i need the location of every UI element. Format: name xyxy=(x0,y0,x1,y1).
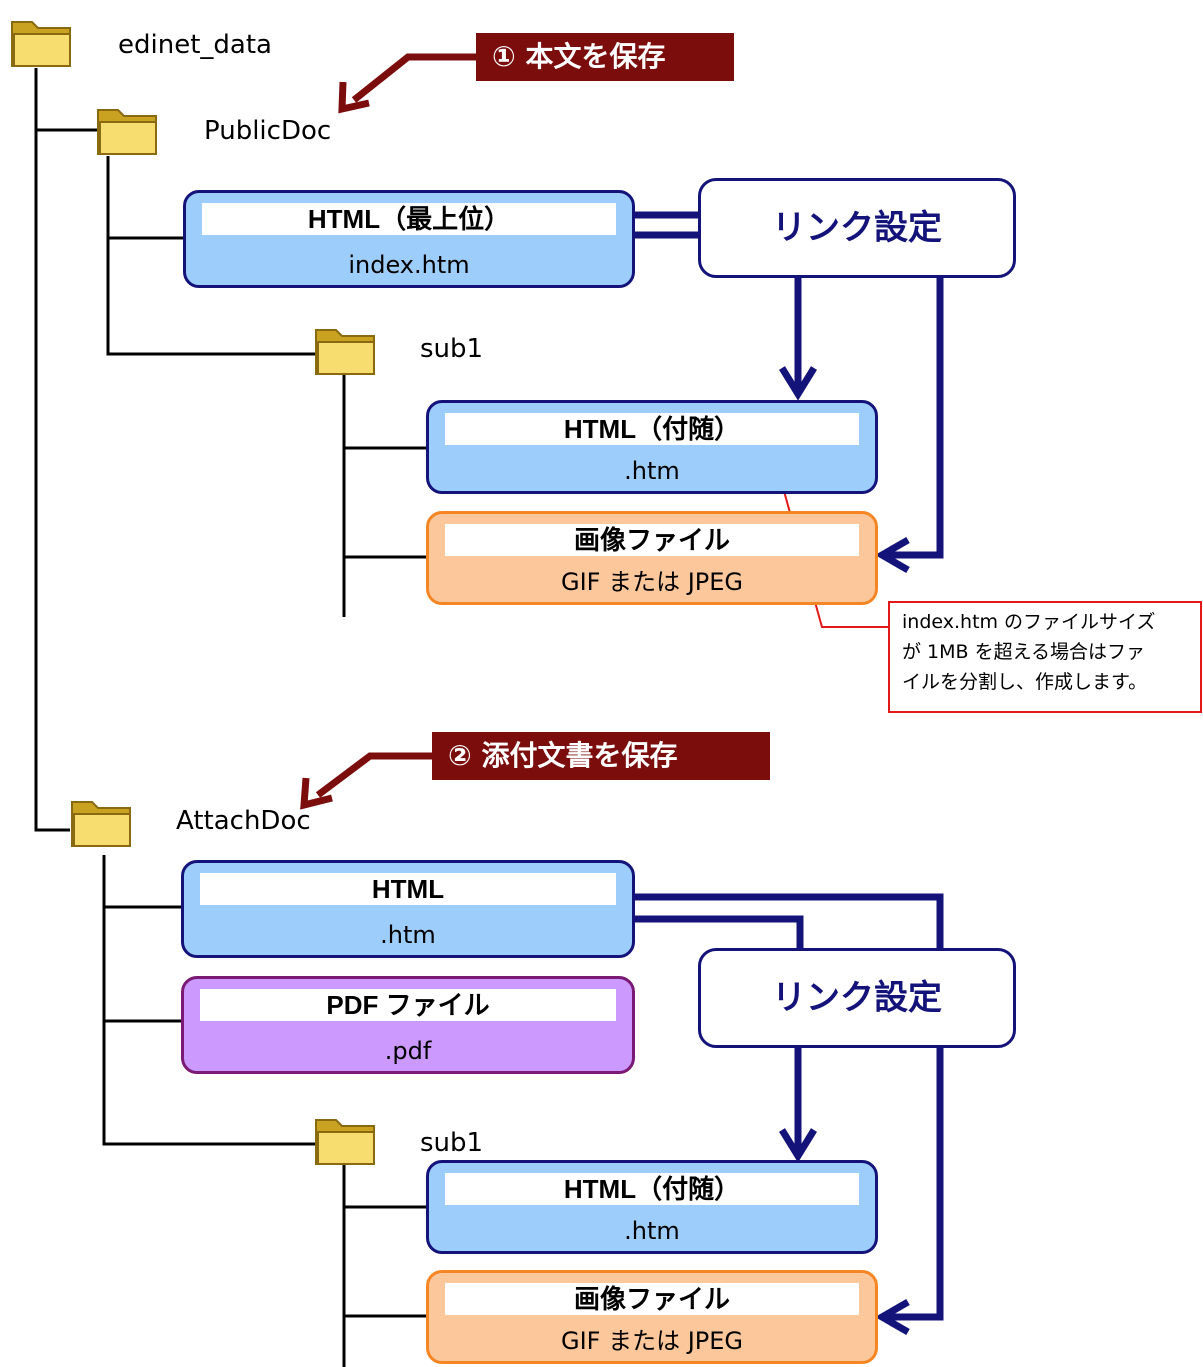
file-name: .pdf xyxy=(384,1037,432,1065)
file-title: PDF ファイル xyxy=(200,989,616,1021)
link-arrowhead-attach-sub-html xyxy=(779,1128,817,1163)
link-setting-box: リンク設定 xyxy=(698,178,1016,278)
folder-icon xyxy=(10,12,74,70)
tree-line-root xyxy=(34,68,70,832)
file-box-attach-sub-html: HTML（付随） .htm xyxy=(426,1160,878,1254)
file-box-top-html: HTML（最上位） index.htm xyxy=(183,190,635,288)
callout-save-attach-label: ② 添付文書を保存 xyxy=(448,739,678,772)
note-line: が 1MB を超える場合はファ xyxy=(902,641,1146,663)
link-line-attach-outer xyxy=(634,893,944,1321)
callout-save-body: ① 本文を保存 xyxy=(476,33,734,81)
callout-save-body-label: ① 本文を保存 xyxy=(492,40,666,73)
file-name: .htm xyxy=(624,457,680,485)
tree-line-attach xyxy=(102,855,315,1146)
callout-arrow-attach xyxy=(315,752,440,798)
note-line: イルを分割し、作成します。 xyxy=(902,671,1148,693)
folder-icon xyxy=(96,100,160,158)
file-box-attach-html: HTML .htm xyxy=(181,860,635,958)
link-arrowhead-public-sub-html xyxy=(779,366,817,401)
tree-line-public xyxy=(106,156,315,356)
file-title: HTML xyxy=(200,873,616,905)
folder-svg xyxy=(71,801,131,847)
callout-save-attach: ② 添付文書を保存 xyxy=(432,732,770,780)
file-name: .htm xyxy=(380,921,436,949)
file-box-attach-sub-image: 画像ファイル GIF または JPEG xyxy=(426,1270,878,1364)
folder-svg xyxy=(315,1119,375,1165)
file-name: .htm xyxy=(624,1217,680,1245)
callout-arrowhead-body xyxy=(338,81,370,114)
link-arrowhead-attach-image xyxy=(874,1298,910,1336)
folder-label-attach-sub: sub1 xyxy=(420,1128,484,1158)
folder-label-attach: AttachDoc xyxy=(176,806,311,836)
folder-icon xyxy=(314,1110,378,1168)
file-box-sub-image: 画像ファイル GIF または JPEG xyxy=(426,511,878,605)
file-name: GIF または JPEG xyxy=(560,568,744,596)
callout-arrowhead-attach xyxy=(300,777,333,810)
folder-svg xyxy=(97,109,157,155)
link-line-public-image xyxy=(888,278,944,559)
folder-label-public: PublicDoc xyxy=(204,116,332,146)
link-line-attach-inner xyxy=(634,915,804,948)
file-name: index.htm xyxy=(348,251,470,279)
file-size-note: index.htm のファイルサイズ が 1MB を超える場合はファ イルを分割… xyxy=(888,601,1202,713)
folder-label-public-sub: sub1 xyxy=(420,334,484,364)
folder-icon xyxy=(70,792,134,850)
folder-svg xyxy=(11,21,71,67)
file-name: GIF または JPEG xyxy=(560,1327,744,1355)
folder-label-root: edinet_data xyxy=(118,30,272,60)
folder-icon xyxy=(314,320,378,378)
note-line: index.htm のファイルサイズ xyxy=(902,611,1156,633)
callout-arrow-body xyxy=(351,53,480,103)
file-title: HTML（最上位） xyxy=(202,203,616,235)
file-title: HTML（付随） xyxy=(445,1173,859,1205)
link-arrowhead-public-image xyxy=(874,536,910,574)
file-box-sub-html: HTML（付随） .htm xyxy=(426,400,878,494)
file-box-attach-pdf: PDF ファイル .pdf xyxy=(181,976,635,1074)
file-title: 画像ファイル xyxy=(445,1283,859,1315)
file-title: 画像ファイル xyxy=(445,524,859,556)
folder-svg xyxy=(315,329,375,375)
link-setting-box: リンク設定 xyxy=(698,948,1016,1048)
file-title: HTML（付随） xyxy=(445,413,859,445)
